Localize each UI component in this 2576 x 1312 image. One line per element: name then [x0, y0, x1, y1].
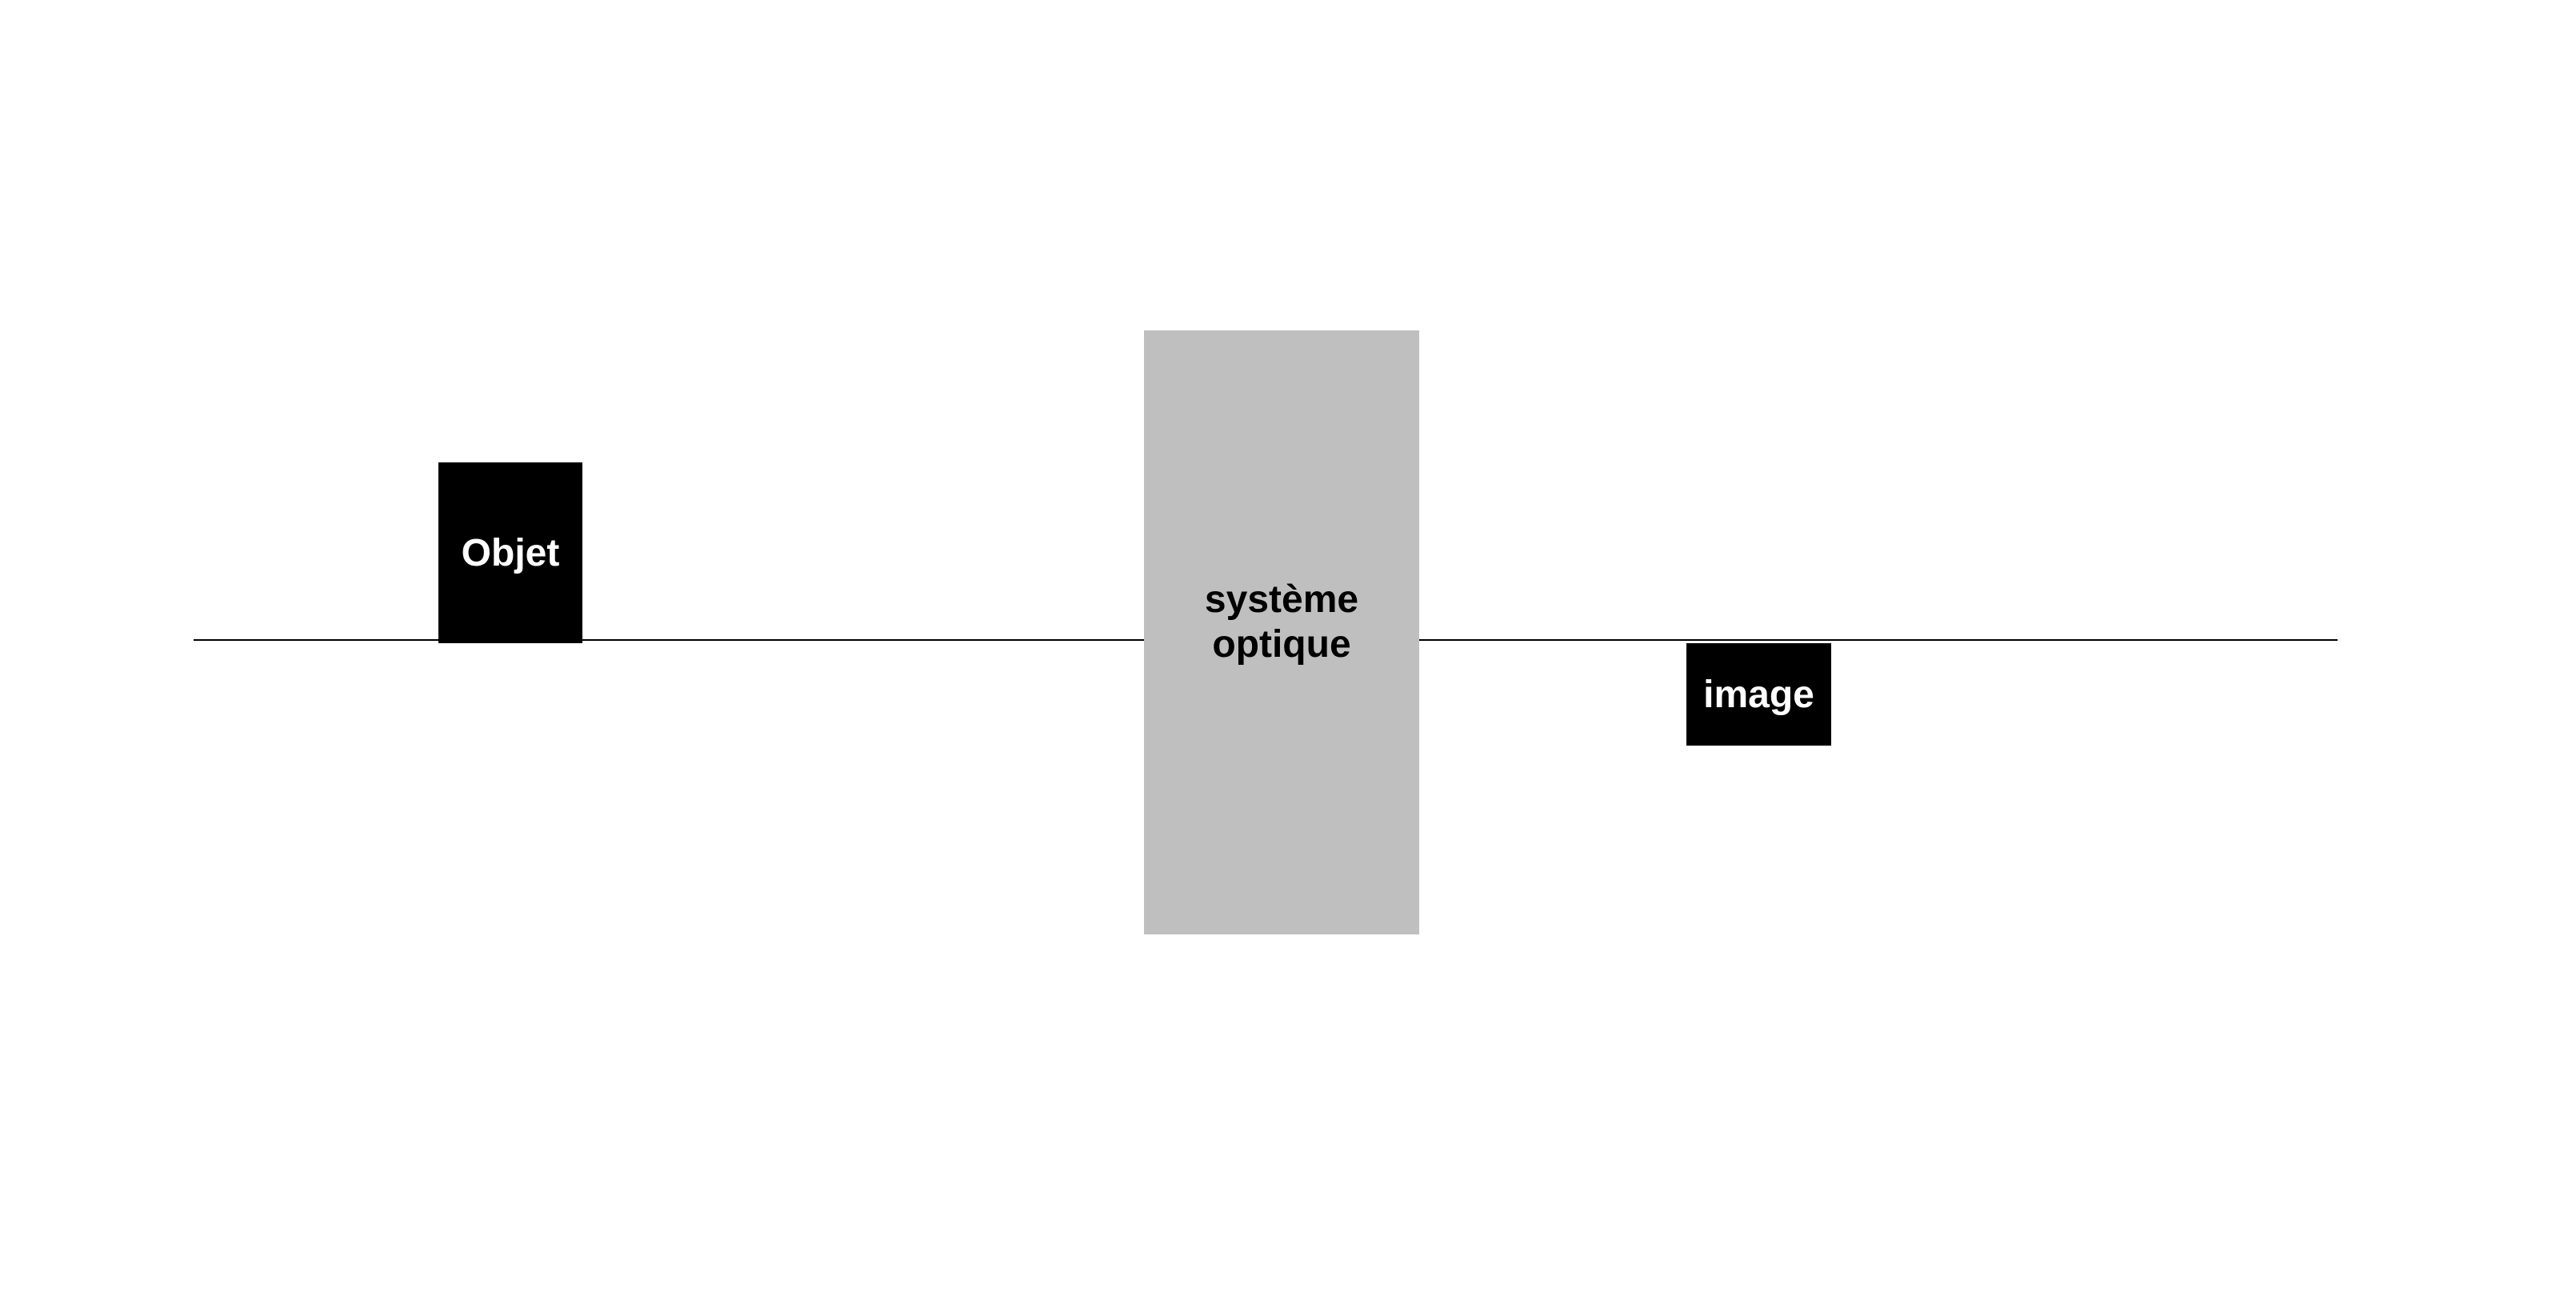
optical-system-box: système optique [1144, 330, 1419, 934]
optical-system-label-line2: optique [1212, 622, 1351, 666]
image-box: image [1686, 643, 1831, 746]
optical-system-label: système optique [1205, 578, 1358, 667]
optical-system-label-line1: système [1204, 578, 1359, 621]
object-box: Objet [438, 462, 582, 643]
image-label: image [1703, 673, 1814, 716]
object-label: Objet [461, 531, 560, 574]
